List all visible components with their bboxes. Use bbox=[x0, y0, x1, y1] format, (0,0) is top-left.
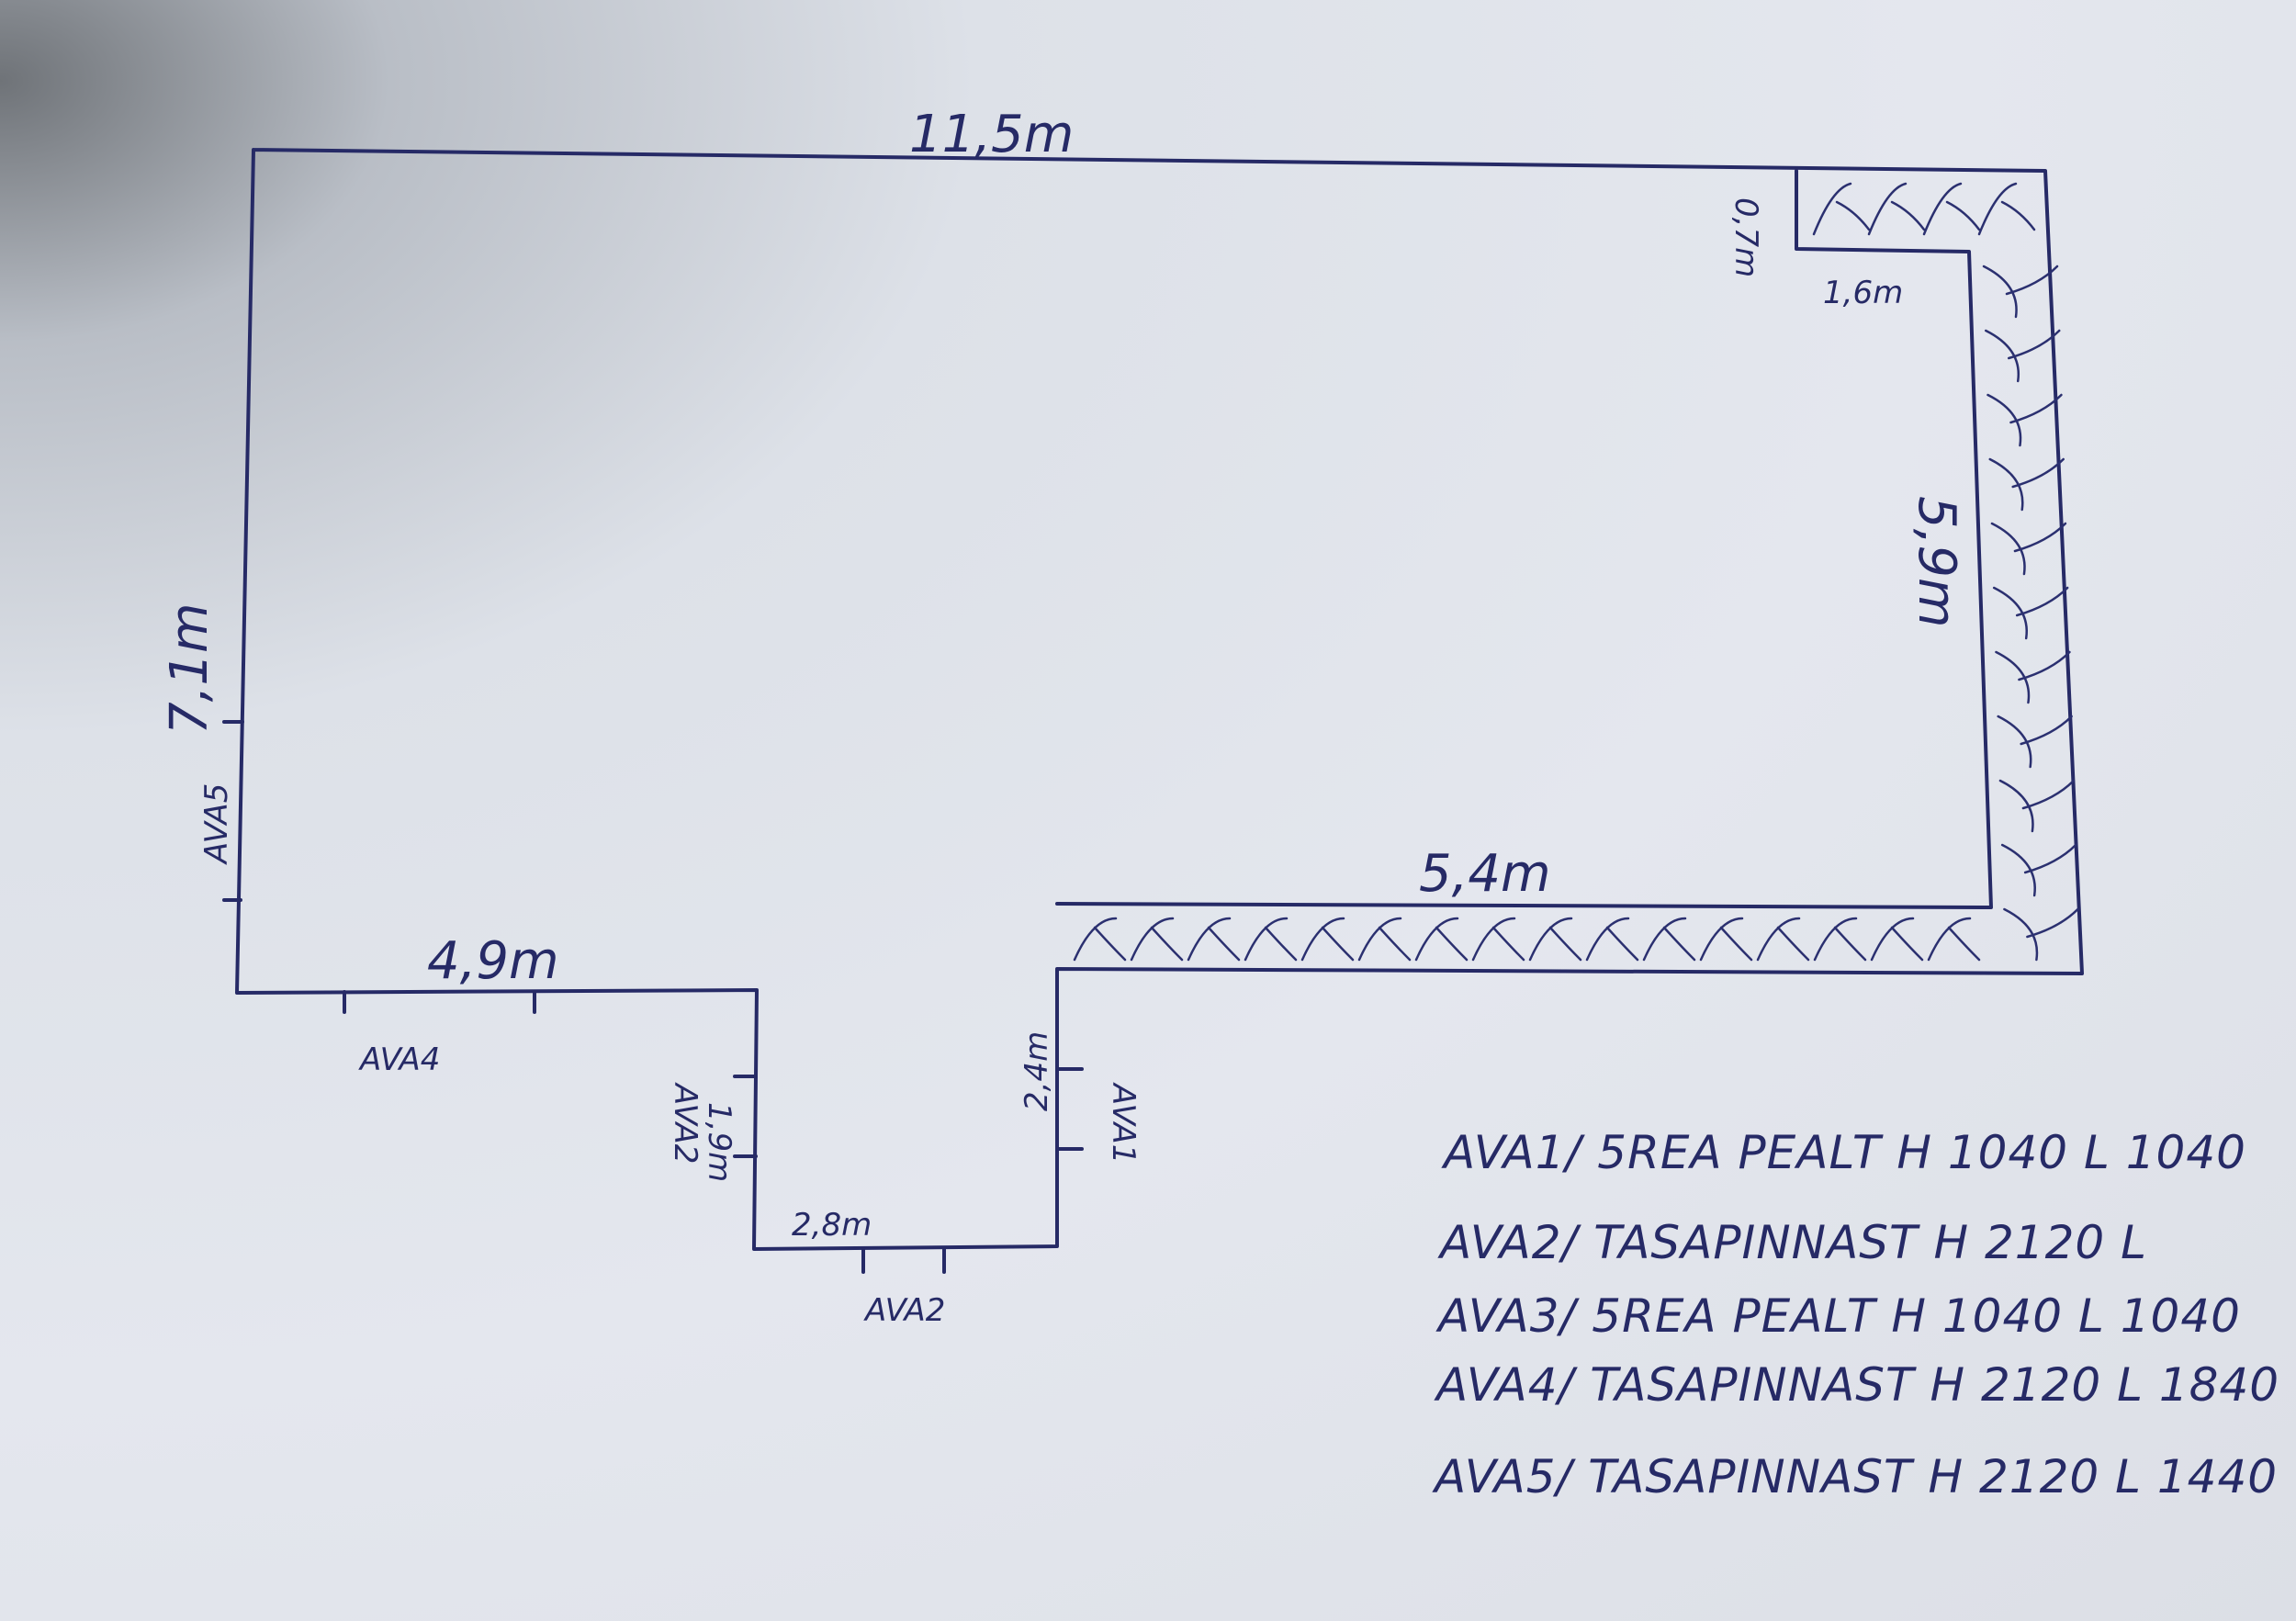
hatch-stroke bbox=[2000, 843, 2077, 897]
hatch-stroke bbox=[1130, 917, 1184, 962]
hatch-stroke bbox=[1927, 917, 1981, 962]
hatch-stroke bbox=[1244, 917, 1298, 962]
hatch-stroke bbox=[1990, 522, 2067, 576]
hatch-stroke bbox=[1642, 917, 1696, 962]
legend-item: AVA3/ 5REA PEALT H 1040 L 1040 bbox=[1435, 1289, 2241, 1343]
hatch-stroke bbox=[1812, 182, 1871, 236]
hatch-stroke bbox=[1357, 917, 1412, 962]
hatch-stroke bbox=[1813, 917, 1867, 962]
dim-top: 11,5m bbox=[909, 105, 1074, 164]
openings-legend: AVA1/ 5REA PEALT H 1040 L 1040 AVA2/ TAS… bbox=[1432, 1126, 2279, 1503]
hatch-stroke bbox=[1998, 779, 2076, 833]
room-outline bbox=[235, 148, 2084, 1251]
hatch-stroke bbox=[2003, 907, 2079, 962]
label-ava2-left: AVA2 bbox=[667, 1082, 703, 1164]
hatch-stroke bbox=[1867, 182, 1926, 236]
hatch-stroke bbox=[1471, 917, 1525, 962]
hatch-stroke bbox=[1982, 265, 2059, 319]
hatch-stroke bbox=[1977, 182, 2036, 236]
label-ava1: AVA1 bbox=[1105, 1082, 1142, 1164]
dim-right: 5,9m bbox=[1907, 496, 1966, 628]
dim-alcove-bottom: 2,8m bbox=[792, 1207, 872, 1244]
hatch-stroke bbox=[1528, 917, 1582, 962]
legend-item: AVA5/ TASAPINNAST H 2120 L 1440 bbox=[1432, 1450, 2278, 1503]
hatch-stroke bbox=[1699, 917, 1753, 962]
dim-lower-right: 5,4m bbox=[1419, 844, 1551, 904]
hatch-stroke bbox=[1988, 457, 2065, 512]
hatch-stroke bbox=[1870, 917, 1924, 962]
legend-item: AVA1/ 5REA PEALT H 1040 L 1040 bbox=[1441, 1126, 2246, 1179]
hatch-stroke bbox=[1300, 917, 1355, 962]
hatch-stroke bbox=[1984, 329, 2061, 383]
hatch-stroke bbox=[1986, 393, 2063, 447]
label-ava5: AVA5 bbox=[198, 783, 235, 865]
hatch-stroke bbox=[1997, 715, 2073, 769]
label-ava4: AVA4 bbox=[358, 1041, 440, 1078]
hatched-strip-inner-edge bbox=[1055, 169, 1993, 909]
hatch-stroke bbox=[1414, 917, 1469, 962]
hatch-stroke bbox=[1073, 917, 1127, 962]
hatch-stroke bbox=[1585, 917, 1639, 962]
dim-lower-left: 4,9m bbox=[427, 931, 559, 991]
dim-alcove-left: 1,9m bbox=[701, 1102, 737, 1182]
dim-alcove-right: 2,4m bbox=[1019, 1031, 1055, 1111]
legend-item: AVA4/ TASAPINNAST H 2120 L 1840 bbox=[1434, 1358, 2279, 1412]
label-ava2-bottom: AVA2 bbox=[863, 1292, 945, 1329]
hatch-stroke bbox=[1187, 917, 1241, 962]
legend-item: AVA2/ TASAPINNAST H 2120 L bbox=[1437, 1216, 2147, 1269]
opening-ticks bbox=[222, 720, 1084, 1274]
hatch-stroke bbox=[1995, 650, 2071, 704]
dim-notch-width: 1,6m bbox=[1823, 275, 1903, 311]
dim-notch-height: 0,7m bbox=[1728, 197, 1764, 277]
hatch-stroke bbox=[1922, 182, 1981, 236]
dim-left: 7,1m bbox=[160, 602, 219, 735]
hatch-stroke bbox=[1992, 586, 2069, 640]
hatch-stroke bbox=[1756, 917, 1810, 962]
hatched-strip bbox=[1073, 182, 2079, 962]
